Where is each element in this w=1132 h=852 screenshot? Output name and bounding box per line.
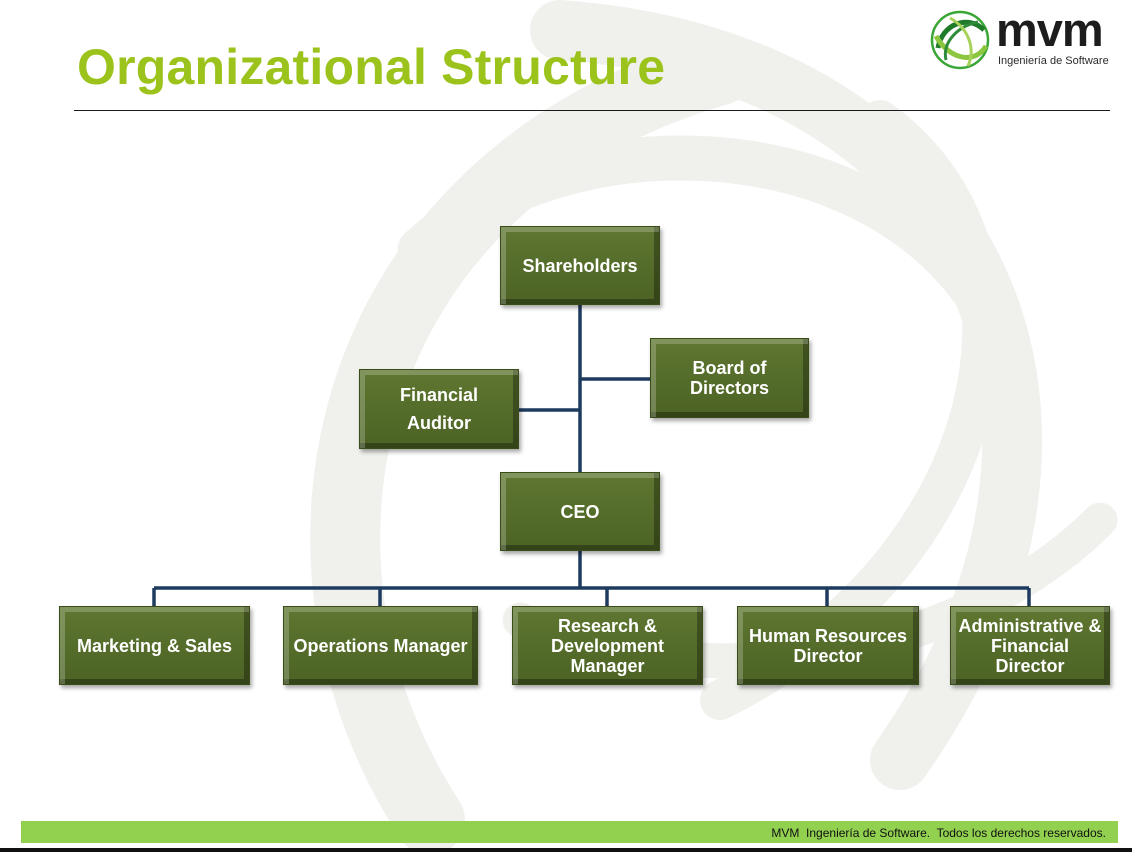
footer-copyright: MVM Ingeniería de Software. Todos los de… [771,826,1106,840]
node-board-of-directors: Board of Directors [650,338,809,418]
bottom-border [0,848,1132,852]
logo-tagline: Ingeniería de Software [998,55,1109,67]
node-financial-auditor: Financial Auditor [359,369,519,449]
title-divider [74,110,1110,111]
company-logo: mvm Ingeniería de Software [928,3,1118,72]
logo-wordmark: mvm [996,3,1104,56]
node-ceo: CEO [500,472,660,551]
swirl-logo-icon [930,10,990,70]
node-research-development-manager: Research & Development Manager [512,606,703,685]
footer-bar: MVM Ingeniería de Software. Todos los de… [21,821,1118,843]
node-marketing-sales: Marketing & Sales [59,606,250,685]
node-human-resources-director: Human Resources Director [737,606,919,685]
page-title: Organizational Structure [77,39,666,95]
node-operations-manager: Operations Manager [283,606,478,685]
node-shareholders: Shareholders [500,226,660,305]
node-administrative-financial-director: Administrative & Financial Director [950,606,1110,685]
